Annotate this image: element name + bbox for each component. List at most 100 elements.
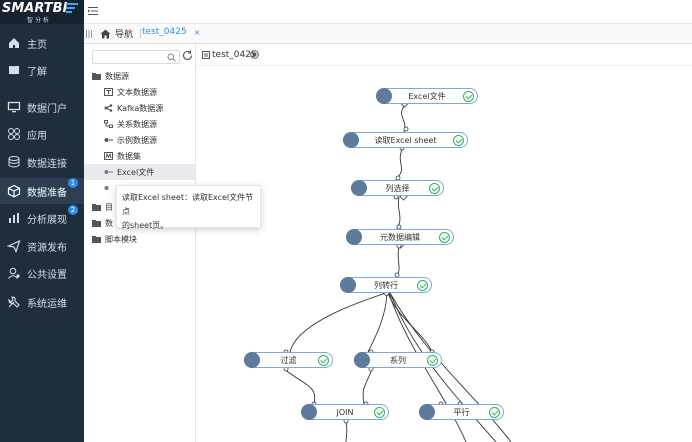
search-icon[interactable] [167,53,176,62]
folder-icon [92,236,101,243]
brand-name: SMARTBI [2,1,68,16]
nav-label: 数据门户 [27,103,67,115]
run-status-icon[interactable] [250,50,259,59]
database-icon [8,156,20,168]
tools-icon [8,296,20,308]
canvas-title: test_0425 [212,50,257,60]
search-input[interactable] [92,50,180,64]
excel-node-icon [376,88,392,104]
join-node-icon [301,404,317,420]
tree-item-relational-source[interactable]: 关系数据源 [104,116,157,132]
tab-bar: 导航 | test_0425 × [84,24,692,44]
monitor-icon [7,101,21,113]
series-node-icon [354,352,370,368]
flow-node-metadata-edit[interactable]: 元数据编辑 [346,229,454,245]
nav-item-portal[interactable]: 数据门户 [0,94,84,120]
nav-label: 主页 [27,39,47,51]
flow-node-excel-file[interactable]: Excel文件 [376,88,478,104]
nav-item-apps[interactable]: 应用 [0,121,84,147]
flow-node-join[interactable]: JOIN [301,404,389,420]
excel-file-icon [104,170,113,174]
tab-test-0425[interactable]: test_0425 × [142,27,200,37]
main-nav: SMARTBI 智分析 主页 了解 数据门户 应用 数据连接 数据准备 1 分析… [0,0,84,442]
nav-label: 分析展现 [27,214,67,226]
flow-node-series[interactable]: 系列 [354,352,442,368]
tab-label: 导航 [115,30,134,40]
drag-handle-icon[interactable] [86,30,92,38]
tree-item-dataset[interactable]: 数据集 [104,148,141,164]
nav-badge: 2 [68,205,78,215]
flow-node-read-excel-sheet[interactable]: 读取Excel sheet [343,132,468,148]
tree-folder-datasource[interactable]: 数据源 [92,68,129,84]
nav-item-publish[interactable]: 资源发布 [0,233,84,259]
nav-label: 数据准备 [27,187,67,199]
folder-icon [92,204,101,211]
nav-label: 数据连接 [27,158,67,170]
tree-item-excel-file[interactable]: Excel文件 [84,164,195,180]
tree-item-text-source[interactable]: 文本数据源 [104,84,157,100]
status-ok-icon [374,407,385,418]
text-source-icon [104,88,113,96]
cube-icon [7,184,21,198]
tree-item-sample-source[interactable]: 示例数据源 [104,132,157,148]
nav-label: 了解 [27,66,47,78]
dataset-icon [104,152,113,160]
status-ok-icon [417,280,428,291]
resource-tree: 数据源 文本数据源 Kafka数据源 关系数据源 示例数据源 数据集 Excel… [84,44,196,442]
nav-badge: 1 [68,178,78,188]
tree-folder-script[interactable]: 脚本模块 [92,231,137,247]
flow-canvas[interactable]: Excel文件 读取Excel sheet 列选择 元数据编辑 列转行 过滤 系… [196,66,692,442]
refresh-icon[interactable] [182,50,193,61]
collapse-menu-icon[interactable] [88,6,98,16]
relational-icon [104,120,113,128]
flow-node-filter[interactable]: 过滤 [244,352,333,368]
flow-node-parallel[interactable]: 平行 [419,404,504,420]
nav-item-connect[interactable]: 数据连接 [0,149,84,175]
apps-icon [8,128,20,140]
nav-item-analysis[interactable]: 分析展现 2 [0,205,84,231]
tab-label: test_0425 [142,27,187,37]
column-select-node-icon [351,180,367,196]
tree-item-kafka-source[interactable]: Kafka数据源 [104,100,163,116]
sample-source-icon [104,138,113,142]
kafka-icon [104,104,113,112]
flow-node-column-to-row[interactable]: 列转行 [340,277,432,293]
tab-separator: | [139,28,143,39]
metadata-node-icon [346,229,362,245]
nav-item-learn[interactable]: 了解 [0,57,84,83]
user-settings-icon [8,267,20,279]
parallel-node-icon [419,404,435,420]
tree-folder-mu[interactable]: 目 [92,199,113,215]
flow-node-column-select[interactable]: 列选择 [351,180,444,196]
flow-edges [283,99,512,442]
flow-file-icon [202,51,210,59]
status-ok-icon [453,135,464,146]
nav-item-ops[interactable]: 系统运维 [0,289,84,315]
top-bar [84,0,692,24]
tooltip-line: 读取Excel sheet：读取Excel文件节点 [122,193,254,216]
brand-sub: 智分析 [27,17,52,24]
send-icon [7,239,21,253]
logo: SMARTBI 智分析 [0,0,84,24]
source-icon [104,186,109,190]
nav-label: 系统运维 [27,298,67,310]
nav-item-settings[interactable]: 公共设置 [0,260,84,286]
canvas-header: test_0425 [196,44,692,66]
status-ok-icon [463,91,474,102]
home-icon [100,29,111,38]
home-icon [9,38,19,48]
close-icon[interactable]: × [193,27,201,37]
tab-navigation[interactable]: 导航 | [100,27,148,40]
tooltip: 读取Excel sheet：读取Excel文件节点 的sheet页。 [116,185,261,230]
folder-icon [92,220,101,227]
tooltip-line: 的sheet页。 [122,221,169,230]
book-icon [9,66,19,75]
sheet-node-icon [343,132,359,148]
nav-item-data-prep[interactable]: 数据准备 1 [0,178,84,204]
status-ok-icon [429,183,440,194]
nav-item-home[interactable]: 主页 [0,30,84,56]
nav-label: 公共设置 [27,269,67,281]
bar-chart-icon [9,213,19,223]
status-ok-icon [427,355,438,366]
tree-folder-shu[interactable]: 数 [92,215,113,231]
